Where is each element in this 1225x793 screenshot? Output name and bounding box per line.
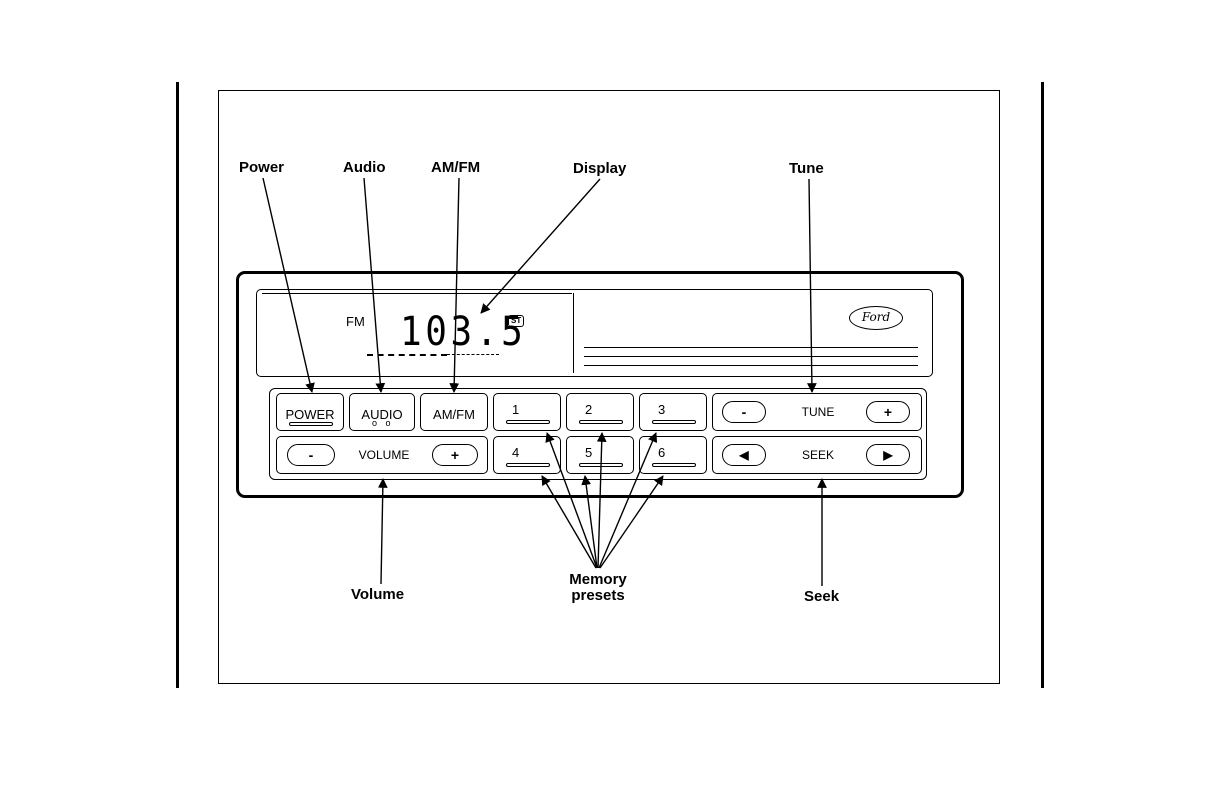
- leader-display: [481, 179, 600, 313]
- leader-preset-5: [585, 476, 597, 568]
- leader-preset-3: [599, 433, 656, 568]
- leader-preset-1: [547, 433, 597, 568]
- leader-power: [263, 178, 312, 392]
- leader-amfm: [454, 178, 459, 392]
- leader-preset-2: [598, 433, 602, 568]
- leader-tune: [809, 179, 812, 392]
- leader-volume: [381, 479, 383, 584]
- leader-preset-4: [542, 476, 596, 568]
- leader-audio: [364, 178, 381, 392]
